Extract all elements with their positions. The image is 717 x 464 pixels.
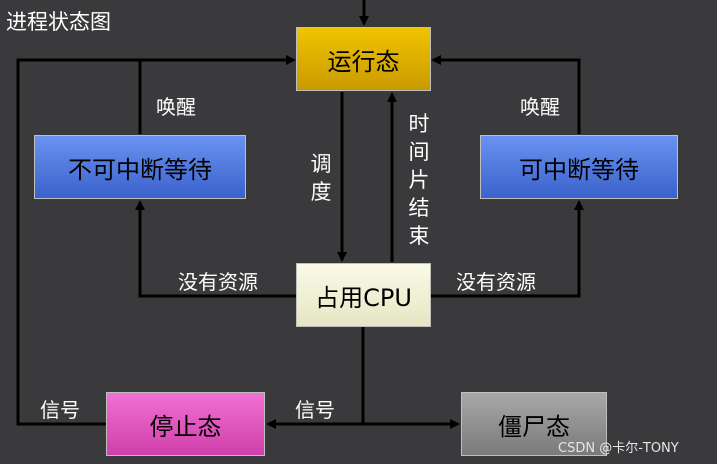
state-interruptible-wait: 可中断等待	[480, 135, 678, 199]
wake-right-arrow	[431, 55, 581, 134]
state-running: 运行态	[296, 27, 431, 91]
label-wake-left: 唤醒	[156, 95, 196, 119]
state-zombie: 僵尸态	[461, 392, 607, 456]
signal-left-arrow	[16, 58, 140, 426]
diagram-title: 进程状态图	[6, 10, 111, 34]
label-signal-left: 信号	[40, 398, 80, 422]
label-wake-right: 唤醒	[520, 95, 560, 119]
label-time-slice-end: 时间片结束	[408, 112, 430, 248]
state-occupy-cpu: 占用CPU	[296, 263, 431, 327]
no-resource-right-arrow	[431, 200, 584, 298]
state-uninterruptible-wait: 不可中断等待	[34, 135, 246, 199]
label-schedule: 调度	[310, 152, 332, 204]
label-no-resource-right: 没有资源	[456, 270, 536, 294]
label-no-resource-left: 没有资源	[178, 270, 258, 294]
label-signal-mid: 信号	[295, 398, 335, 422]
no-resource-left-arrow	[135, 200, 296, 298]
state-stopped: 停止态	[106, 392, 265, 456]
watermark: CSDN @卡尔-TONY	[558, 441, 679, 456]
